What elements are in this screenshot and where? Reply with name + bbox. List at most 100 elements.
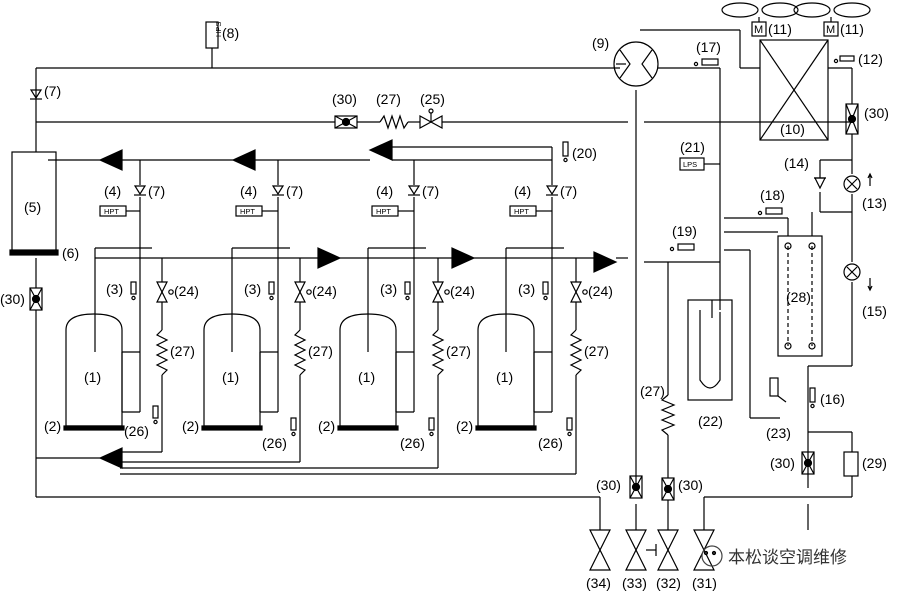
- svg-text:HPT: HPT: [104, 207, 119, 216]
- svg-text:(25): (25): [420, 91, 445, 107]
- compressor-label: (1): [84, 369, 101, 385]
- hpt-switch: HPT (4): [509, 183, 552, 217]
- discharge-temp-sensor: (3): [244, 281, 275, 301]
- compressor-2: (1) (2): [182, 313, 263, 434]
- heater-label: (2): [456, 418, 473, 434]
- svg-text:(11): (11): [768, 21, 792, 37]
- hp-switches: HPT (4) HPT (4) HPT (4) HPT (4): [99, 183, 552, 217]
- oil-temp-sensor: (26): [124, 405, 159, 439]
- capillary-tube: (27): [431, 329, 471, 376]
- svg-text:(9): (9): [592, 35, 609, 51]
- heater-label: (2): [182, 418, 199, 434]
- svg-text:(30): (30): [0, 291, 25, 307]
- oil-solenoid-valve: (24): [156, 281, 199, 303]
- eev-main: (13): [843, 172, 887, 211]
- oil-temp-sensor: (26): [400, 417, 435, 451]
- svg-text:(12): (12): [858, 51, 883, 67]
- strainer: (30): [0, 287, 43, 311]
- svg-text:(3): (3): [106, 281, 123, 297]
- svg-text:(4): (4): [514, 183, 531, 199]
- svg-text:(26): (26): [124, 423, 149, 439]
- oil-separator: (5) (6): [9, 151, 79, 261]
- svg-text:(17): (17): [696, 39, 721, 55]
- svg-text:HPS: HPS: [214, 22, 223, 37]
- svg-text:(8): (8): [222, 25, 239, 41]
- service-valve-32: (32): [656, 529, 681, 591]
- oil-solenoid-valve: (24): [432, 281, 475, 303]
- strainer: (30): [770, 451, 815, 475]
- svg-text:(26): (26): [538, 435, 563, 451]
- svg-text:(27): (27): [640, 383, 665, 399]
- capillary-tube: (27): [569, 329, 609, 376]
- oil-solenoid-valve: (24): [570, 281, 613, 303]
- oil-return-line: (27) (25) (27): [376, 91, 676, 436]
- capillary-tube: (27): [155, 329, 195, 376]
- svg-text:(7): (7): [422, 183, 439, 199]
- check-valve: (7): [271, 183, 303, 199]
- heater-label: (2): [44, 418, 61, 434]
- svg-text:(33): (33): [622, 575, 647, 591]
- oil-separator-heater-label: (6): [62, 245, 79, 261]
- outdoor-coil: (10): [759, 39, 852, 141]
- eev-sub: (15): [843, 263, 887, 319]
- compressor-3: (1) (2): [318, 313, 399, 434]
- ambient-temp-sensor: (20): [562, 141, 597, 163]
- svg-text:(15): (15): [862, 303, 887, 319]
- svg-text:(31): (31): [692, 575, 717, 591]
- svg-text:(19): (19): [672, 223, 697, 239]
- svg-text:(4): (4): [240, 183, 257, 199]
- discharge-temp-sensor: (3): [518, 281, 549, 301]
- check-valve: (7): [133, 183, 165, 199]
- svg-text:(29): (29): [862, 455, 887, 471]
- svg-text:M: M: [754, 24, 763, 36]
- svg-text:(34): (34): [586, 575, 611, 591]
- watermark-text: 本松谈空调维修: [728, 548, 847, 567]
- svg-text:(24): (24): [174, 283, 199, 299]
- oil-temp-sensor: (26): [262, 417, 297, 451]
- svg-text:(27): (27): [376, 91, 401, 107]
- strainer: (30): [332, 91, 358, 129]
- svg-text:(11): (11): [840, 21, 864, 37]
- check-valve: (7): [407, 183, 439, 199]
- fusible-plug: (29): [843, 451, 887, 477]
- oil-valves: (24) (24) (24) (24) (27) (27) (27): [155, 281, 613, 376]
- service-valve-34: (34): [586, 529, 611, 591]
- hpt-switch: HPT (4): [235, 183, 278, 217]
- svg-text:(30): (30): [864, 105, 889, 121]
- temp-sensors: (3) (3) (3) (3) (26) (26) (26) (26): [106, 281, 573, 451]
- svg-text:(7): (7): [44, 83, 61, 99]
- compressor-label: (1): [222, 369, 239, 385]
- hp-sensor: HPS (8): [205, 21, 239, 49]
- service-valve-33: (33): [622, 529, 657, 591]
- check-valve: (7): [29, 83, 61, 100]
- discharge-temp-sensor: (3): [106, 281, 137, 301]
- svg-text:(21): (21): [680, 139, 705, 155]
- strainer: (30): [661, 477, 703, 501]
- svg-text:(20): (20): [572, 145, 597, 161]
- receiver: (23): [766, 377, 791, 441]
- subcool-temp-sensor: (18): [757, 187, 785, 216]
- lp-sensor: LPS (21): [679, 139, 720, 171]
- svg-text:(14): (14): [784, 155, 809, 171]
- svg-text:(3): (3): [518, 281, 535, 297]
- svg-text:(26): (26): [262, 435, 287, 451]
- svg-text:(24): (24): [450, 283, 475, 299]
- compressor-1: (1) (2): [44, 313, 125, 434]
- hpt-switch: HPT (4): [99, 183, 140, 217]
- svg-text:(32): (32): [656, 575, 681, 591]
- compressor-label: (1): [496, 369, 513, 385]
- watermark: 本松谈空调维修: [701, 545, 847, 567]
- check-valve: (7): [545, 183, 577, 199]
- subcooler-hx: (28): [777, 212, 823, 357]
- liquid-temp-sensor: (16): [809, 387, 845, 409]
- svg-text:LPS: LPS: [683, 160, 697, 169]
- coil-temp-sensor: (12): [833, 51, 883, 67]
- svg-text:(18): (18): [760, 187, 785, 203]
- svg-text:(22): (22): [698, 413, 723, 429]
- svg-text:(7): (7): [148, 183, 165, 199]
- svg-text:(27): (27): [446, 343, 471, 359]
- hpt-switch: HPT (4): [371, 183, 414, 217]
- misc-sensors: (12) (17) (18) (19) (20) (16): [562, 39, 883, 409]
- oil-separator-label: (5): [24, 199, 41, 215]
